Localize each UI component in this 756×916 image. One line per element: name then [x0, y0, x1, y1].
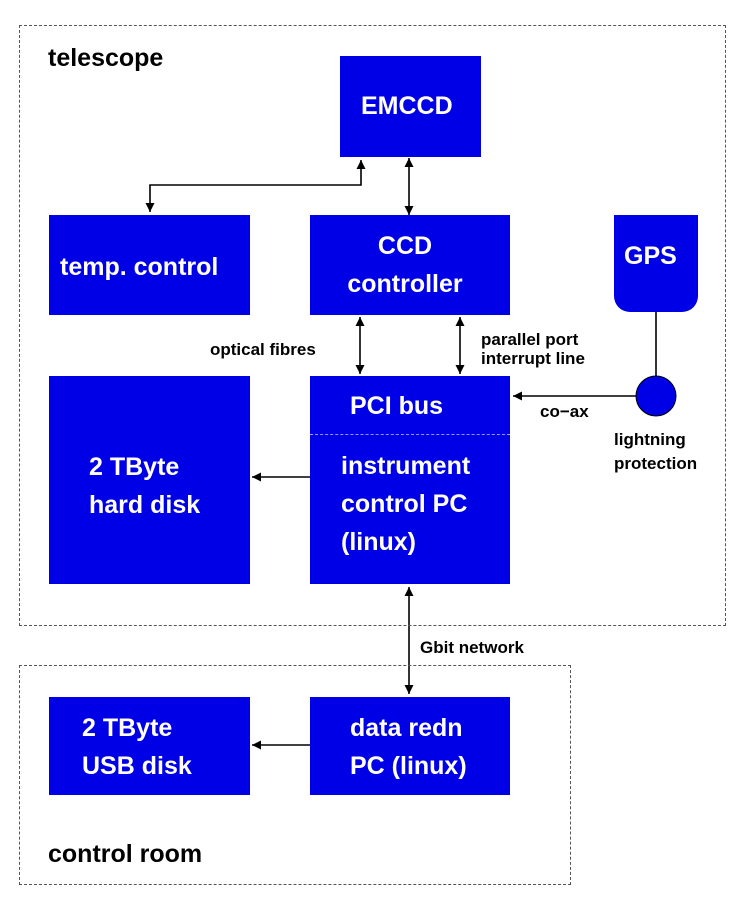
parallel-port-label: parallel port interrupt line: [481, 330, 585, 368]
control-room-region: [19, 665, 571, 885]
ccd-controller-label: CCD controller: [347, 232, 463, 298]
emccd-label: EMCCD: [361, 92, 453, 120]
data-redn-pc-label: data redn PC (linux): [350, 714, 467, 780]
hard-disk-box: 2 TByte hard disk: [49, 376, 250, 584]
emccd-box: EMCCD: [340, 56, 481, 157]
ccd-controller-box: CCD controller: [310, 215, 510, 315]
hard-disk-label: 2 TByte hard disk: [89, 453, 201, 519]
pci-bus-divider: [310, 434, 510, 435]
usb-disk-box: 2 TByte USB disk: [49, 697, 250, 795]
telescope-region-label: telescope: [48, 44, 164, 72]
gps-box: GPS: [614, 215, 698, 312]
telescope-region: [19, 25, 726, 626]
control-room-region-label: control room: [48, 840, 203, 868]
lightning-protection-label: lightning protection: [614, 430, 698, 473]
temp-control-label: temp. control: [60, 253, 219, 281]
co-ax-label: co−ax: [540, 402, 589, 421]
temp-control-box: temp. control: [49, 215, 250, 315]
instrument-pc-box: PCI bus instrument control PC (linux): [310, 376, 510, 584]
emccd-temp-link: [145, 160, 366, 212]
instrument-pc-label: instrument control PC (linux): [341, 452, 471, 556]
gps-label: GPS: [624, 242, 677, 270]
gbit-network-label: Gbit network: [420, 638, 524, 657]
data-redn-pc-box: data redn PC (linux): [310, 697, 510, 795]
optical-fibres-label: optical fibres: [210, 340, 316, 359]
usb-disk-label: 2 TByte USB disk: [82, 714, 192, 780]
pci-bus-label: PCI bus: [350, 392, 444, 420]
